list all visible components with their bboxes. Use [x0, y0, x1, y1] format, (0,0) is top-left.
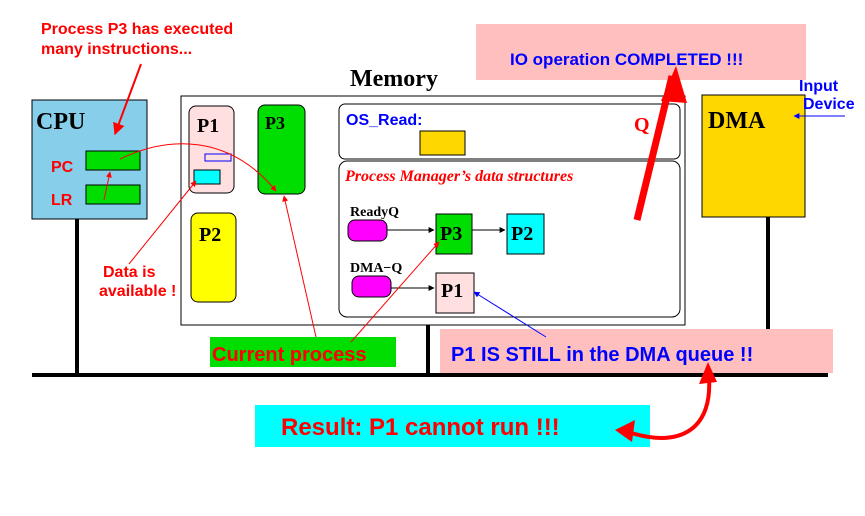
- dmaq-head: [351, 275, 392, 298]
- result-arrowhead-top: [699, 362, 717, 384]
- data-available-arrow: [128, 180, 197, 265]
- dma-box: [701, 94, 806, 218]
- os-read-label: OS_Read:: [346, 112, 422, 129]
- current-process-box: [210, 337, 396, 367]
- io-completed-arrowhead: [661, 66, 687, 103]
- result-curved-arrow: [627, 377, 712, 440]
- process-p1-label: P1: [197, 115, 219, 137]
- process-manager-title: Process Manager’s data structures: [344, 168, 573, 185]
- p1-still-dma-text: P1 IS STILL in the DMA queue !!: [451, 344, 753, 366]
- data-available-note: Data is available !: [99, 264, 176, 300]
- dmaq-label: DMA−Q: [350, 261, 402, 276]
- q-label: Q: [634, 114, 650, 136]
- readyq-head: [347, 219, 388, 242]
- result-arrowhead-left: [615, 420, 635, 442]
- lr-register: [85, 184, 141, 205]
- process-p3-block: [257, 104, 306, 195]
- current-process-arrow-readyq: [350, 241, 440, 343]
- io-completed-banner: [476, 24, 806, 80]
- readyq-label: ReadyQ: [350, 205, 399, 220]
- dmaq-node-p1-label: P1: [441, 280, 463, 302]
- os-read-buffer: [419, 130, 466, 156]
- p1-still-dma-arrow: [473, 291, 547, 338]
- readyq-node-p3-label: P3: [440, 223, 462, 245]
- input-device-label: Input Device: [799, 78, 855, 113]
- p1-instruction-marker: [204, 153, 232, 162]
- lr-to-p1-arrow: [103, 171, 112, 201]
- current-process-text: Current process: [212, 344, 367, 366]
- p1-still-dma-banner: [440, 329, 833, 373]
- dma-title: DMA: [708, 108, 766, 134]
- result-text: Result: P1 cannot run !!!: [281, 414, 560, 441]
- io-completed-text: IO operation COMPLETED !!!: [510, 50, 743, 69]
- p3-executed-note: Process P3 has executed many instruction…: [41, 21, 238, 58]
- readyq-node-p2: [506, 213, 545, 255]
- process-p3-label: P3: [265, 113, 285, 133]
- result-banner: [255, 405, 650, 447]
- cpu-title: CPU: [36, 109, 85, 135]
- p3-executed-arrow: [113, 63, 142, 136]
- pc-label: PC: [51, 159, 74, 176]
- memory-title: Memory: [350, 66, 438, 92]
- readyq-node-p2-label: P2: [511, 223, 533, 245]
- readyq-node-p3: [435, 213, 473, 255]
- process-p2-block: [190, 212, 237, 303]
- current-process-arrow-p3: [282, 195, 317, 338]
- process-p2-label: P2: [199, 224, 221, 246]
- pc-to-p3-arrow: [119, 143, 277, 192]
- p1-data-buffer: [193, 169, 221, 185]
- lr-label: LR: [51, 192, 73, 209]
